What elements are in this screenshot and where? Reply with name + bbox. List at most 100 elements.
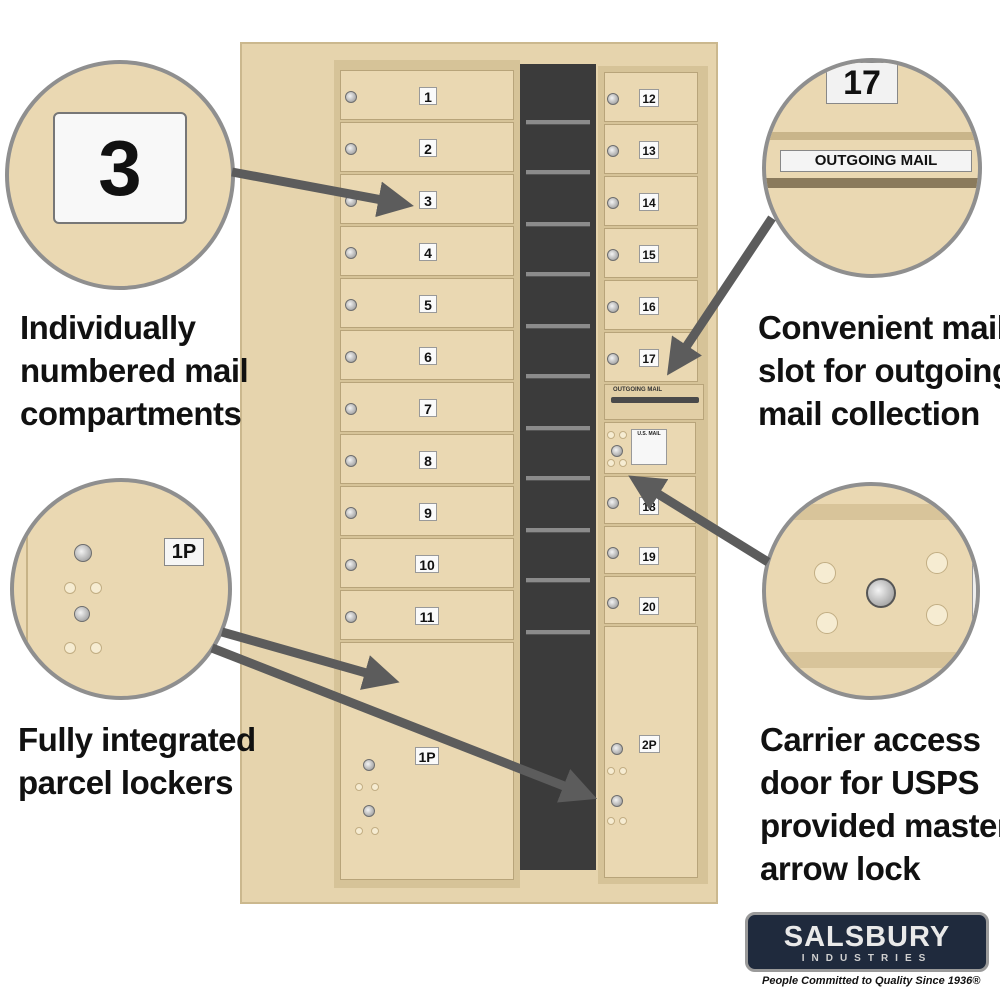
zoomed-number-tag: 1P — [164, 538, 204, 566]
compartment-door-6[interactable]: 6 — [340, 330, 514, 380]
door-lock-icon — [345, 455, 357, 467]
compartment-door-15[interactable]: 15 — [604, 228, 698, 278]
door-edge — [766, 504, 976, 520]
compartment-door-20[interactable]: 20 — [604, 576, 696, 624]
callout-compartment-number: 3 — [5, 60, 235, 290]
compartment-number: 6 — [419, 347, 437, 365]
arrow-to-compartment-3 — [231, 167, 414, 218]
outgoing-mail-label: OUTGOING MAIL — [780, 150, 972, 172]
caption-line: door for USPS — [760, 764, 980, 801]
compartment-number: 1 — [419, 87, 437, 105]
parcel-locker-2p[interactable]: 2P — [604, 626, 698, 878]
door-lock-icon — [345, 247, 357, 259]
logo-name: SALSBURY — [783, 921, 951, 953]
compartment-number: 11 — [415, 607, 439, 625]
parcel-locker-number: 2P — [639, 735, 660, 753]
rivet — [926, 552, 948, 574]
compartment-door-7[interactable]: 7 — [340, 382, 514, 432]
caption-line: numbered mail — [20, 352, 249, 389]
arrow-lock-icon — [866, 578, 896, 608]
caption-compartments: Individually numbered mail compartments — [20, 306, 249, 435]
arrow-lock-icon — [611, 445, 623, 457]
arrow-to-parcel-2p — [210, 643, 598, 803]
door-lock-icon — [607, 353, 619, 365]
compartment-door-13[interactable]: 13 — [604, 124, 698, 174]
mail-slot-opening — [766, 178, 978, 188]
rivet — [355, 783, 363, 791]
caption-carrier-access: Carrier access door for USPS provided ma… — [760, 718, 1000, 890]
compartment-door-1[interactable]: 1 — [340, 70, 514, 120]
caption-line: Convenient mail — [758, 309, 1000, 346]
rivet — [619, 767, 627, 775]
rivet — [355, 827, 363, 835]
shelf — [526, 426, 590, 431]
door-lock-icon — [345, 91, 357, 103]
compartment-door-14[interactable]: 14 — [604, 176, 698, 226]
door-lock-icon — [607, 249, 619, 261]
shelf — [526, 324, 590, 329]
compartment-door-11[interactable]: 11 — [340, 590, 514, 640]
rivet — [814, 562, 836, 584]
compartment-number: 10 — [415, 555, 439, 573]
outgoing-mail-slot[interactable]: OUTGOING MAIL — [604, 384, 704, 420]
compartment-door-8[interactable]: 8 — [340, 434, 514, 484]
compartment-door-10[interactable]: 10 — [340, 538, 514, 588]
parcel-lock-icon — [363, 759, 375, 771]
door-lock-icon — [345, 143, 357, 155]
plate-edge — [972, 546, 976, 626]
rivet — [607, 767, 615, 775]
parcel-lock-icon — [74, 544, 92, 562]
callout-parcel-locker: 1P — [10, 478, 232, 700]
rivet — [619, 459, 627, 467]
compartment-door-2[interactable]: 2 — [340, 122, 514, 172]
parcel-locker-number: 1P — [415, 747, 439, 765]
compartment-number: 2 — [419, 139, 437, 157]
shelf — [526, 272, 590, 277]
door-lock-icon — [607, 145, 619, 157]
compartment-door-4[interactable]: 4 — [340, 226, 514, 276]
open-cabinet-cavity — [520, 64, 596, 870]
door-lock-icon — [345, 507, 357, 519]
door-edge — [766, 132, 978, 140]
arrow-to-outgoing-slot — [667, 215, 776, 376]
rivet — [371, 783, 379, 791]
key-lock-icon — [611, 795, 623, 807]
slot-plate-label: OUTGOING MAIL — [613, 387, 662, 393]
carrier-access-door[interactable]: U.S. MAIL — [604, 422, 696, 474]
compartment-door-9[interactable]: 9 — [340, 486, 514, 536]
compartment-number: 4 — [419, 243, 437, 261]
compartment-door-5[interactable]: 5 — [340, 278, 514, 328]
caption-line: provided master — [760, 807, 1000, 844]
compartment-number: 3 — [419, 191, 437, 209]
rivet — [371, 827, 379, 835]
door-lock-icon — [607, 93, 619, 105]
shelf — [526, 120, 590, 125]
compartment-door-19[interactable]: 19 — [604, 526, 696, 574]
key-lock-icon — [74, 606, 90, 622]
arrow-to-parcel-1p — [220, 627, 400, 690]
door-lock-icon — [607, 497, 619, 509]
compartment-number: 8 — [419, 451, 437, 469]
caption-line: compartments — [20, 395, 242, 432]
door-lock-icon — [607, 197, 619, 209]
rivet — [607, 817, 615, 825]
door-lock-icon — [607, 597, 619, 609]
compartment-number: 7 — [419, 399, 437, 417]
shelf — [526, 374, 590, 379]
compartment-number: 16 — [639, 297, 659, 315]
compartment-door-12[interactable]: 12 — [604, 72, 698, 122]
logo-subtitle: INDUSTRIES — [801, 953, 933, 964]
zoomed-number-tag: 17 — [826, 62, 898, 104]
rivet — [90, 582, 102, 594]
compartment-number: 13 — [639, 141, 659, 159]
callout-carrier-lock — [762, 482, 980, 700]
door-lock-icon — [345, 403, 357, 415]
rivet — [816, 612, 838, 634]
compartment-door-16[interactable]: 16 — [604, 280, 698, 330]
compartment-number: 20 — [639, 597, 659, 615]
rivet — [90, 642, 102, 654]
door-edge — [766, 652, 976, 668]
compartment-number: 12 — [639, 89, 659, 107]
caption-line: slot for outgoing — [758, 352, 1000, 389]
door-edge — [26, 482, 28, 696]
